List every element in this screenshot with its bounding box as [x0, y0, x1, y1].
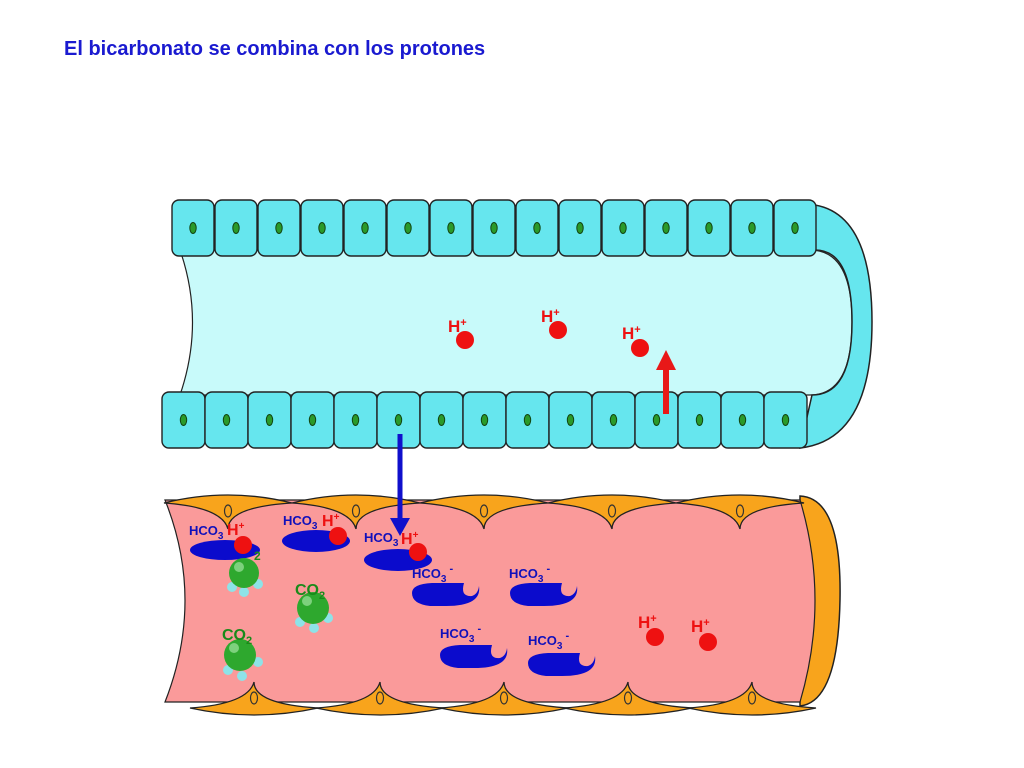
tubule-curved-end-cell: [799, 204, 873, 449]
endothelial-cell: [687, 681, 817, 716]
svg-text:H+: H+: [448, 317, 467, 336]
bicarbonate-label: HCO3-: [509, 563, 550, 585]
co2-label: CO2: [295, 582, 325, 602]
page-title: El bicarbonato se combina con los proton…: [64, 38, 486, 60]
proton: H+: [541, 307, 567, 339]
epithelial-cell: [687, 199, 731, 257]
bicarbonate-label: HCO3-: [412, 563, 453, 585]
proton: H+: [322, 512, 347, 545]
epithelial-cell: [171, 199, 215, 257]
epithelial-cell: [290, 391, 335, 449]
epithelial-cell: [773, 199, 817, 257]
bicarbonate-label: HCO3: [189, 523, 224, 542]
epithelial-cell: [472, 199, 516, 257]
bicarbonate-label: HCO3-: [440, 623, 481, 645]
bicarbonate-label: HCO3-: [528, 630, 569, 652]
renal-tubule: [161, 199, 873, 449]
endothelial-cell: [675, 494, 805, 530]
epithelial-cell: [247, 391, 292, 449]
proton: H+: [638, 613, 664, 646]
epithelial-cell: [505, 391, 550, 449]
bicarbonate-ion-shape: [412, 583, 480, 606]
svg-text:H+: H+: [638, 613, 657, 632]
epithelial-cell: [730, 199, 774, 257]
endothelial-cell: [419, 494, 549, 530]
co2-label: CO2: [222, 627, 252, 647]
proton: H+: [622, 324, 649, 357]
co2-molecule: [227, 558, 263, 597]
co2-molecule: [223, 639, 263, 681]
tubule-top-cell-row: [171, 199, 817, 257]
epithelial-cell: [161, 391, 206, 449]
tubule-bottom-cell-row: [161, 391, 808, 449]
epithelial-cell: [558, 199, 602, 257]
epithelial-cell: [462, 391, 507, 449]
bicarbonate-label: HCO3: [364, 530, 399, 549]
bicarbonate-label: HCO3: [283, 513, 318, 532]
epithelial-cell: [644, 199, 688, 257]
bicarbonate-ion-shape: [440, 645, 508, 668]
epithelial-cell: [300, 199, 344, 257]
epithelial-cell: [204, 391, 249, 449]
endothelial-cell: [547, 494, 677, 530]
svg-text:H+: H+: [322, 512, 340, 530]
blood-capillary: [163, 494, 841, 716]
svg-text:H+: H+: [541, 307, 560, 326]
endothelial-cell: [291, 494, 421, 530]
endothelial-cell: [439, 681, 569, 716]
proton: H+: [691, 617, 717, 651]
bicarbonate-ion-shape: [528, 653, 596, 676]
endothelial-cell: [563, 681, 693, 716]
epithelial-cell: [419, 391, 464, 449]
epithelial-cell: [677, 391, 722, 449]
proton: H+: [227, 521, 252, 554]
epithelial-cell: [763, 391, 808, 449]
capillary-lumen: [164, 499, 816, 703]
svg-text:H+: H+: [401, 530, 419, 548]
epithelial-cell: [386, 199, 430, 257]
endothelial-cell: [189, 681, 319, 716]
epithelial-cell: [591, 391, 636, 449]
endothelial-cell: [315, 681, 445, 716]
bicarbonate-ion-shape: [510, 583, 578, 606]
proton-secretion-arrow: [656, 350, 676, 414]
epithelial-cell: [720, 391, 765, 449]
proton: H+: [448, 317, 474, 349]
epithelial-cell: [214, 199, 258, 257]
bicarbonate-ions: [190, 530, 596, 676]
epithelial-cell: [601, 199, 645, 257]
co2-molecule: [295, 592, 333, 633]
svg-text:H+: H+: [622, 324, 641, 343]
co2-label: 2: [254, 549, 261, 563]
proton: H+: [401, 530, 427, 561]
epithelial-cell: [515, 199, 559, 257]
epithelial-cell: [634, 391, 679, 449]
endothelial-cell: [163, 494, 293, 530]
svg-text:H+: H+: [227, 521, 245, 539]
svg-text:H+: H+: [691, 617, 710, 636]
endothelial-top-row: [163, 494, 805, 530]
epithelial-cell: [429, 199, 473, 257]
epithelial-cell: [548, 391, 593, 449]
epithelial-cell: [257, 199, 301, 257]
bicarbonate-transfer-arrow: [390, 434, 410, 536]
endothelial-bottom-row: [189, 681, 817, 716]
epithelial-cell: [333, 391, 378, 449]
tubule-lumen: [179, 249, 853, 396]
epithelial-cell: [343, 199, 387, 257]
